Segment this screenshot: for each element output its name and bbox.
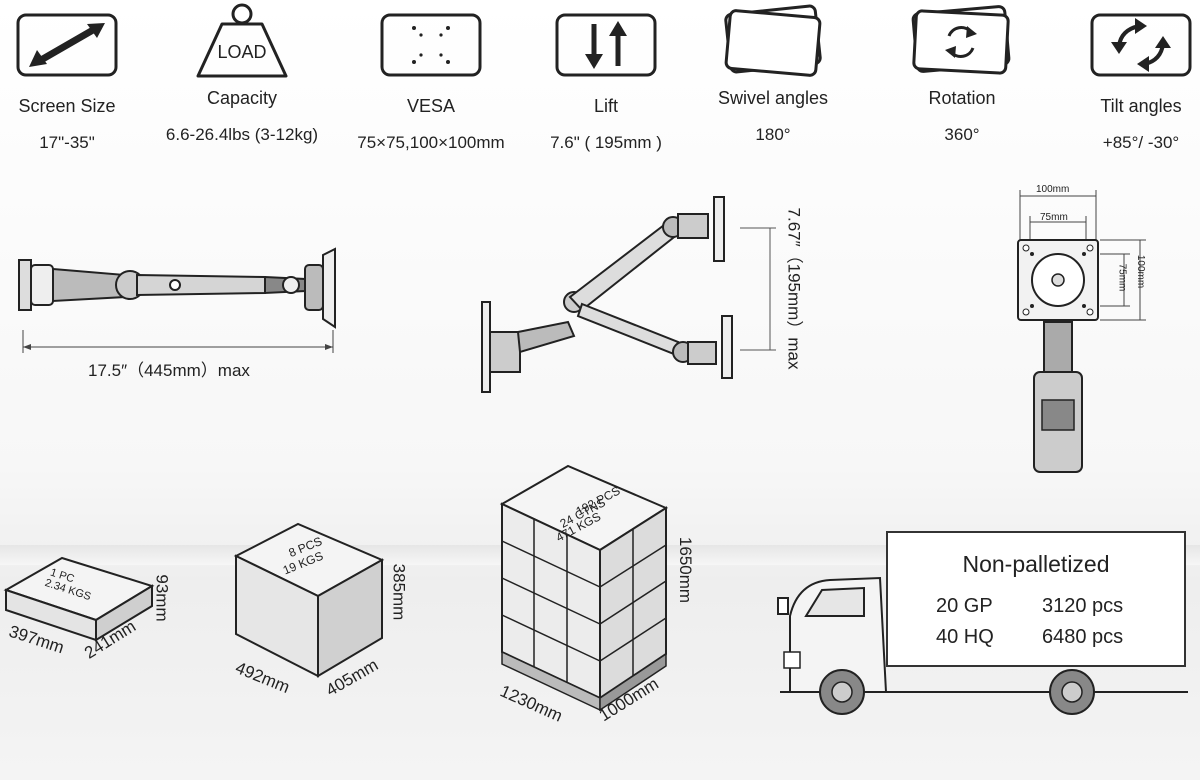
spec-value: 7.6" ( 195mm ) (550, 133, 662, 152)
load-icon-text: LOAD (217, 42, 266, 62)
extension-dimension-label: 17.5″（445mm）max (88, 361, 250, 380)
carton-height: 385mm (389, 563, 409, 621)
spec-value: 180° (755, 125, 791, 144)
spec-value: 17"-35" (39, 133, 95, 152)
qty-20gp: 3120 pcs (1042, 595, 1124, 617)
spec-label: Rotation (928, 88, 996, 108)
load-weight-icon: LOAD (196, 3, 288, 78)
spec-rotation: Rotation 360° (872, 0, 1052, 145)
rotation-arrows-icon (911, 5, 1011, 75)
spec-label: Capacity (206, 88, 278, 108)
non-palletized-box: Non-palletized 20 GP 3120 pcs 40 HQ 6480… (886, 531, 1186, 667)
qty-40hq: 6480 pcs (1042, 626, 1124, 648)
spec-swivel: Swivel angles 180° (683, 0, 863, 145)
vesa-holes-icon (380, 13, 482, 77)
pallet-drawing (499, 464, 669, 712)
vesa-outer-width-label: 100mm (1036, 184, 1070, 195)
vesa-side-inner-label: 75mm (1116, 263, 1128, 292)
truck-drawing (777, 576, 1188, 715)
vesa-inner-width-label: 75mm (1040, 212, 1068, 223)
arm-extension-drawing (18, 247, 336, 353)
pallet-height: 1650mm (676, 536, 696, 604)
spec-value: +85°/ -30° (1102, 133, 1180, 152)
container-20gp: 20 GP (936, 595, 993, 617)
spec-value: 75×75,100×100mm (357, 133, 505, 152)
spec-label: Swivel angles (717, 88, 829, 108)
arm-lift-drawing (481, 196, 776, 393)
spec-screen-size: Screen Size 17"-35" (0, 0, 157, 153)
spec-lift: Lift 7.6" ( 195mm ) (516, 0, 696, 153)
non-palletized-title: Non-palletized (962, 551, 1110, 577)
diagonal-arrow-icon (16, 13, 118, 77)
carton-box-drawing (233, 522, 385, 678)
spec-capacity: LOAD Capacity 6.6-26.4lbs (3-12kg) (152, 0, 332, 145)
single-box-drawing (3, 556, 155, 642)
single-box-height: 93mm (152, 574, 172, 622)
vesa-side-outer-label: 100mm (1135, 254, 1147, 289)
spec-label: Tilt angles (1100, 96, 1182, 116)
spec-value: 360° (944, 125, 980, 144)
tilt-arrows-icon (1090, 13, 1192, 77)
spec-label: Lift (593, 96, 618, 116)
spec-label: VESA (406, 96, 456, 116)
container-40hq: 40 HQ (936, 626, 994, 648)
up-down-arrows-icon (555, 13, 657, 77)
spec-tilt: Tilt angles +85°/ -30° (1051, 0, 1200, 153)
vesa-plate-drawing (1017, 190, 1146, 473)
swivel-screens-icon (724, 4, 822, 77)
spec-value: 6.6-26.4lbs (3-12kg) (165, 125, 319, 144)
spec-vesa: VESA 75×75,100×100mm (341, 0, 521, 153)
lift-dimension-label: 7.67″（195mm）max (784, 207, 804, 370)
spec-label: Screen Size (18, 96, 116, 116)
